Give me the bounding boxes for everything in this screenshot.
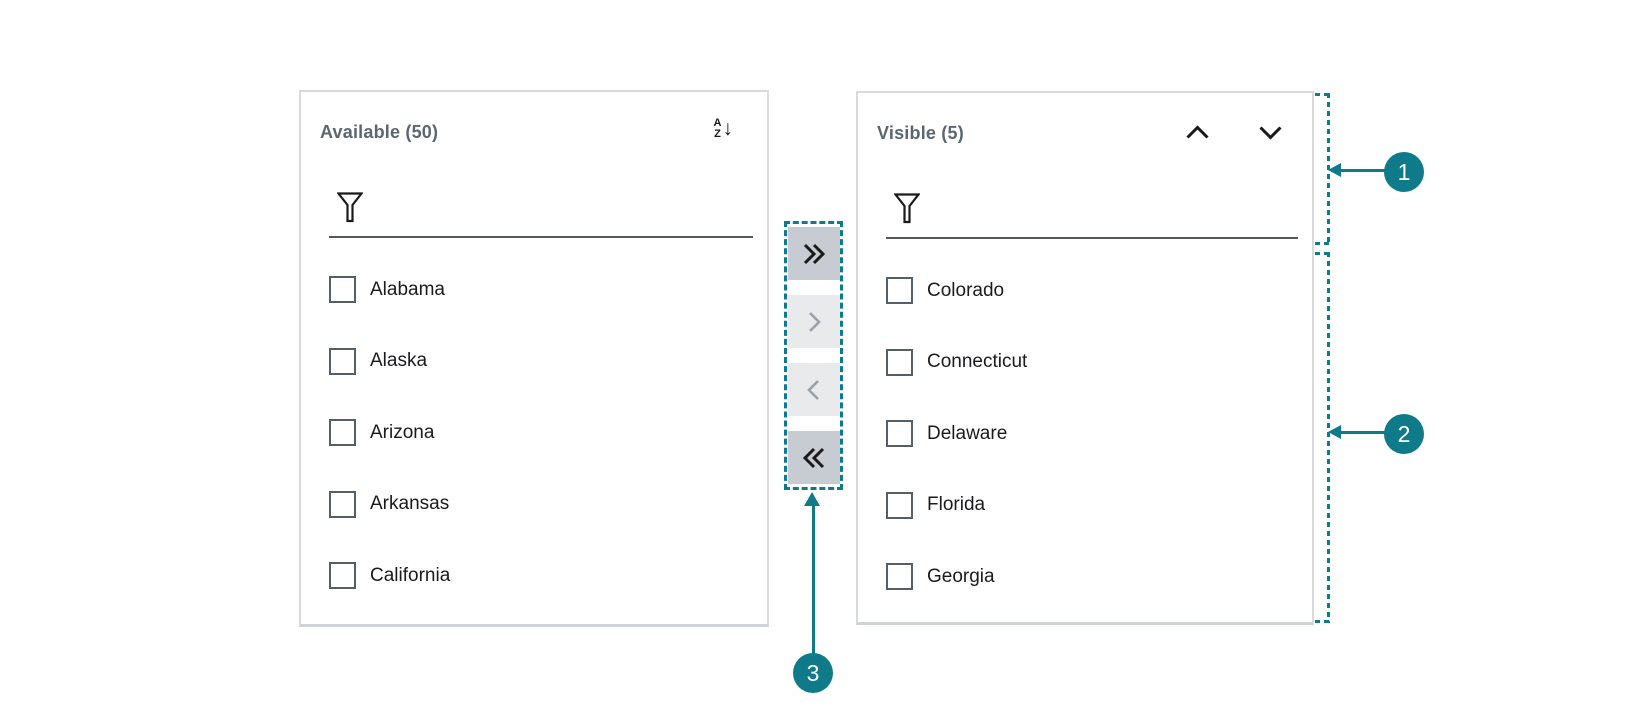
list-item-florida[interactable]: Florida bbox=[886, 470, 1300, 542]
callout-badge-2: 2 bbox=[1384, 414, 1424, 454]
item-label: Florida bbox=[927, 494, 986, 516]
checkbox[interactable] bbox=[886, 563, 913, 591]
item-label: Delaware bbox=[927, 422, 1008, 444]
callout-1-arrow-line bbox=[1340, 169, 1386, 172]
sort-letter-a: A bbox=[713, 117, 722, 129]
annotation-bracket-list-tick-top bbox=[1315, 252, 1329, 255]
chevron-left-icon bbox=[801, 377, 827, 403]
sort-down-arrow-icon: ↓ bbox=[722, 116, 734, 140]
double-chevron-right-icon bbox=[801, 241, 827, 267]
item-label: Colorado bbox=[927, 279, 1005, 301]
item-label: Arizona bbox=[370, 421, 435, 443]
checkbox[interactable] bbox=[329, 419, 356, 447]
list-item-delaware[interactable]: Delaware bbox=[886, 398, 1300, 470]
checkbox[interactable] bbox=[886, 420, 913, 448]
chevron-up-icon bbox=[1185, 125, 1210, 143]
annotation-bracket-header-tick-bottom bbox=[1315, 242, 1329, 245]
move-all-left-button[interactable] bbox=[787, 431, 840, 484]
callout-3-arrow-line bbox=[812, 506, 815, 654]
move-left-button[interactable] bbox=[787, 363, 840, 416]
transfer-buttons-group bbox=[784, 221, 843, 490]
double-chevron-left-icon bbox=[801, 445, 827, 471]
chevron-down-icon bbox=[1258, 126, 1283, 143]
callout-2-arrow-line bbox=[1340, 431, 1386, 434]
available-filter bbox=[329, 188, 753, 238]
move-right-button[interactable] bbox=[787, 295, 840, 348]
annotation-bracket-list-tick-bottom bbox=[1315, 620, 1329, 623]
callout-2-arrowhead bbox=[1328, 425, 1341, 439]
list-item-arizona[interactable]: Arizona bbox=[329, 397, 755, 469]
item-label: Alaska bbox=[370, 350, 428, 372]
list-item-arkansas[interactable]: Arkansas bbox=[329, 469, 755, 541]
item-label: Arkansas bbox=[370, 493, 450, 515]
move-item-down-button[interactable] bbox=[1258, 125, 1283, 140]
funnel-filter-icon bbox=[893, 193, 921, 229]
chevron-right-icon bbox=[801, 309, 827, 335]
sort-az-button[interactable]: A Z ↓ bbox=[714, 118, 733, 140]
visible-list: Colorado Connecticut Delaware Florida Ge… bbox=[886, 255, 1300, 613]
available-panel-title: Available (50) bbox=[320, 122, 439, 142]
visible-filter bbox=[886, 189, 1298, 239]
checkbox[interactable] bbox=[886, 277, 913, 305]
item-label: Connecticut bbox=[927, 351, 1028, 373]
visible-panel: Visible (5) bbox=[856, 91, 1314, 625]
list-item-alaska[interactable]: Alaska bbox=[329, 326, 755, 398]
checkbox[interactable] bbox=[329, 490, 356, 518]
checkbox[interactable] bbox=[886, 348, 913, 376]
item-label: Georgia bbox=[927, 565, 995, 587]
item-label: Alabama bbox=[370, 278, 445, 300]
available-panel: Available (50) A Z ↓ Alabama Al bbox=[299, 90, 769, 627]
available-filter-input[interactable] bbox=[377, 200, 753, 232]
callout-3-arrowhead bbox=[804, 492, 820, 506]
list-item-georgia[interactable]: Georgia bbox=[886, 541, 1300, 613]
list-item-connecticut[interactable]: Connecticut bbox=[886, 327, 1300, 399]
available-list: Alabama Alaska Arizona Arkansas Californ… bbox=[329, 254, 755, 612]
annotation-bracket-header-tick-top bbox=[1315, 93, 1329, 96]
move-all-right-button[interactable] bbox=[787, 227, 840, 280]
visible-panel-title: Visible (5) bbox=[877, 123, 964, 143]
list-item-colorado[interactable]: Colorado bbox=[886, 255, 1300, 327]
visible-filter-input[interactable] bbox=[934, 201, 1298, 233]
callout-1-arrowhead bbox=[1328, 163, 1341, 177]
sort-az-icon: A Z bbox=[714, 118, 722, 140]
move-item-up-button[interactable] bbox=[1185, 125, 1210, 140]
checkbox[interactable] bbox=[886, 491, 913, 519]
item-label: California bbox=[370, 564, 451, 586]
callout-badge-1: 1 bbox=[1384, 152, 1424, 192]
checkbox[interactable] bbox=[329, 276, 356, 304]
callout-badge-3: 3 bbox=[793, 653, 833, 693]
list-item-alabama[interactable]: Alabama bbox=[329, 254, 755, 326]
sort-letter-z: Z bbox=[714, 128, 721, 140]
list-item-california[interactable]: California bbox=[329, 540, 755, 612]
checkbox[interactable] bbox=[329, 562, 356, 590]
checkbox[interactable] bbox=[329, 347, 356, 375]
funnel-filter-icon bbox=[336, 192, 364, 228]
